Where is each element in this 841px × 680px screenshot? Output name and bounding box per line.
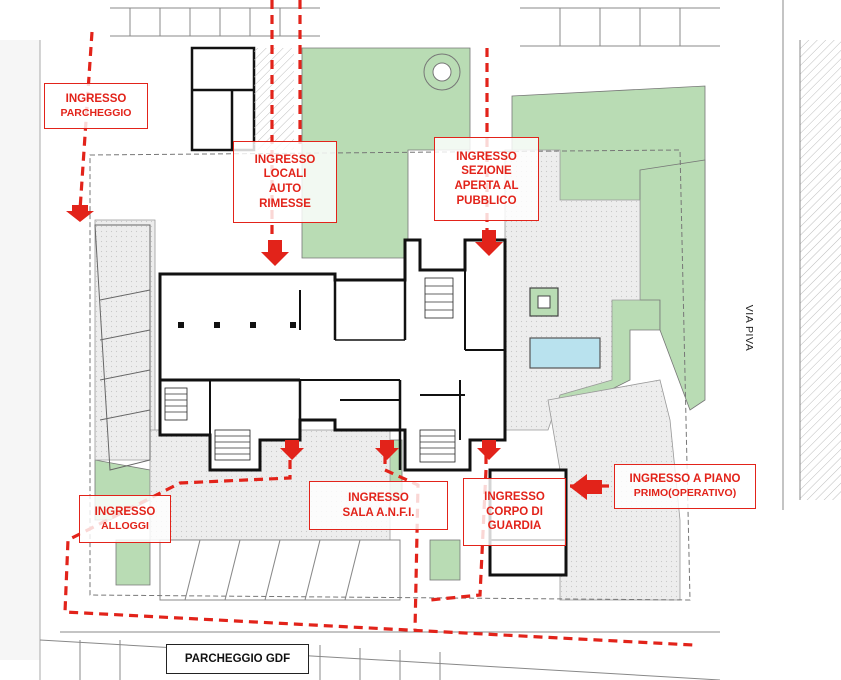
arrow-locali-auto bbox=[261, 240, 289, 266]
label-ingresso-piano-primo: INGRESSO A PIANO PRIMO(OPERATIVO) bbox=[614, 464, 756, 509]
label-parcheggio-gdf: PARCHEGGIO GDF bbox=[166, 644, 309, 674]
arrow-sala bbox=[375, 440, 399, 460]
main-building bbox=[158, 238, 507, 472]
arrow-alloggi bbox=[280, 440, 304, 460]
label-ingresso-parcheggio: INGRESSO PARCHEGGIO bbox=[44, 83, 148, 129]
arrow-parcheggio bbox=[66, 205, 94, 222]
label-ingresso-corpo-guardia: INGRESSO CORPO DI GUARDIA bbox=[463, 478, 566, 546]
arrow-piano-primo bbox=[570, 474, 602, 500]
columns bbox=[178, 322, 296, 328]
upper-building bbox=[190, 46, 256, 152]
street-name: VIA PIVA bbox=[743, 304, 756, 352]
label-ingresso-locali-auto: INGRESSO LOCALI AUTO RIMESSE bbox=[233, 141, 337, 223]
entry-arrows bbox=[66, 205, 602, 500]
pool bbox=[529, 337, 601, 369]
left-strip bbox=[0, 40, 40, 660]
bottom-parking bbox=[39, 539, 721, 680]
arrow-guardia bbox=[477, 440, 501, 460]
label-ingresso-sala: INGRESSO SALA A.N.F.I. bbox=[309, 481, 448, 530]
arrow-sezione bbox=[475, 230, 503, 256]
label-ingresso-sezione: INGRESSO SEZIONE APERTA AL PUBBLICO bbox=[434, 137, 539, 221]
top-parking bbox=[110, 7, 720, 47]
street-hatch bbox=[800, 40, 841, 500]
interior-walls bbox=[160, 270, 505, 470]
label-ingresso-alloggi: INGRESSO ALLOGGI bbox=[79, 495, 171, 543]
left-ramp bbox=[94, 224, 151, 471]
